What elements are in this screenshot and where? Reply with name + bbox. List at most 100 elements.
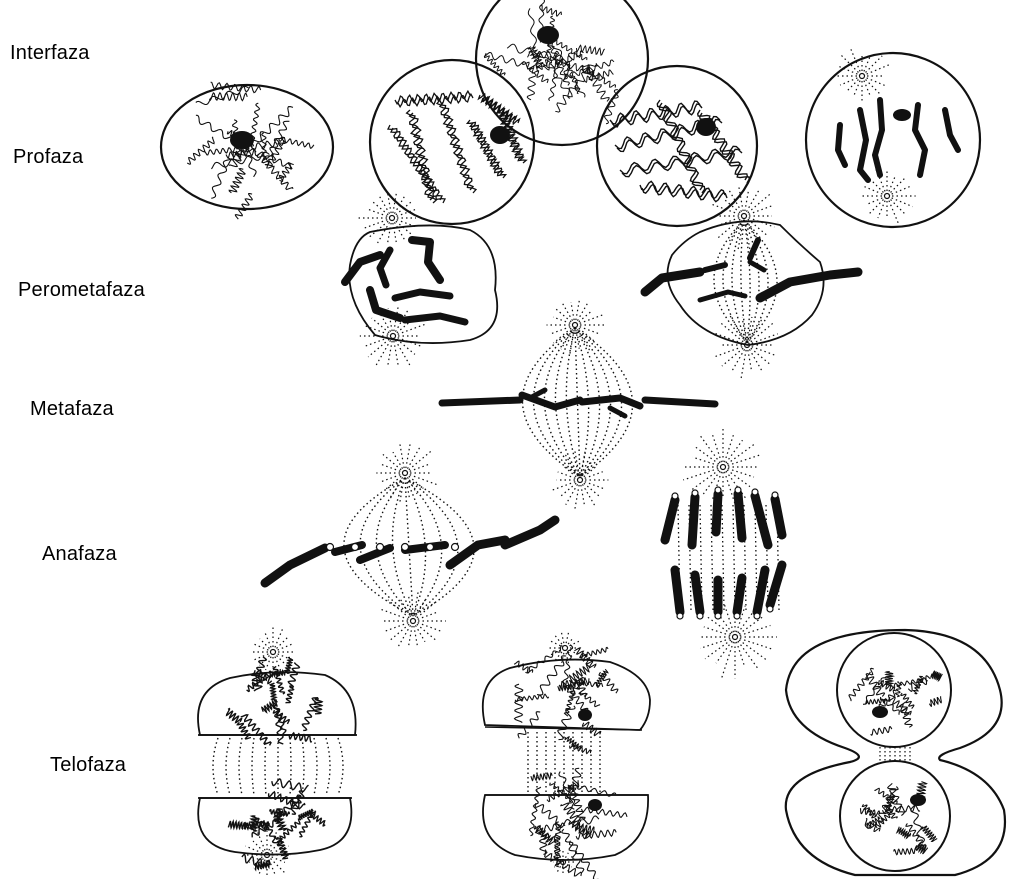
aster-ray — [551, 482, 575, 491]
chromosome — [760, 272, 858, 298]
nucleolus — [230, 131, 254, 149]
chromatin-thread — [931, 671, 943, 681]
chromosome — [945, 110, 958, 150]
centriole — [733, 635, 738, 640]
kinetochore — [715, 613, 721, 619]
centriole — [403, 471, 408, 476]
aster-ray — [865, 187, 883, 194]
kinetochore — [772, 492, 778, 498]
chromosome — [775, 499, 782, 535]
aster-ray — [683, 469, 718, 480]
aster-ray — [398, 324, 426, 334]
aster-ray — [725, 432, 735, 462]
kinetochore — [427, 544, 434, 551]
chromatin-thread — [565, 692, 574, 716]
centriole — [271, 650, 276, 655]
aster-ray — [383, 454, 401, 469]
kinetochore — [697, 613, 703, 619]
nucleolus — [578, 709, 592, 721]
aster-ray — [721, 642, 733, 679]
aster-ray — [585, 472, 603, 479]
aster-ray — [712, 432, 722, 462]
kinetochore — [735, 487, 741, 493]
chromosome — [755, 496, 768, 545]
spindle-fibre — [265, 738, 266, 795]
aster-ray — [866, 56, 883, 73]
chromosome — [665, 500, 675, 540]
aster-ray — [892, 198, 913, 207]
aster-ray — [550, 641, 561, 646]
kinetochore — [677, 613, 683, 619]
prophase-cell-3 — [597, 66, 757, 226]
chromatin-thread — [279, 138, 314, 149]
centriole — [742, 214, 747, 219]
chromosome — [750, 262, 764, 270]
chromosome — [505, 520, 555, 545]
chromatin-thread — [288, 663, 299, 688]
spindle-fibre — [213, 738, 218, 795]
chromosome — [412, 240, 440, 280]
aster-ray — [579, 311, 592, 322]
nucleolus — [588, 799, 602, 811]
aster-ray — [701, 436, 721, 463]
chromatin-thread — [410, 113, 437, 203]
aster-ray — [584, 465, 597, 476]
aster-ray — [371, 200, 388, 214]
chromosome — [716, 494, 718, 532]
aster-ray — [366, 338, 389, 346]
chromatin-thread — [515, 684, 523, 722]
chromatin-thread — [227, 709, 242, 723]
aster-ray — [581, 452, 585, 475]
chromatin-thread — [527, 68, 536, 100]
kinetochore — [377, 544, 384, 551]
prometaphase-cell-2 — [645, 187, 858, 379]
aster-ray — [728, 455, 760, 465]
aster-ray — [892, 186, 913, 195]
chromatin-thread — [270, 683, 276, 701]
chromatin-thread — [582, 807, 628, 817]
daughter-cell-membrane — [483, 795, 648, 860]
aster-ray — [749, 206, 773, 215]
kinetochore — [672, 493, 678, 499]
chromatin-thread — [642, 184, 727, 201]
aster-ray — [418, 623, 442, 632]
chromosome — [738, 494, 742, 538]
chromosome — [370, 290, 400, 318]
chromosome — [345, 255, 380, 282]
aster-ray — [870, 179, 883, 192]
aster-ray — [410, 464, 431, 471]
aster-ray — [868, 200, 883, 215]
chromosome — [405, 545, 445, 550]
aster-ray — [740, 625, 771, 635]
aster-ray — [260, 639, 270, 649]
kinetochore — [754, 613, 760, 619]
aster-ray — [581, 485, 584, 504]
metaphase-spindle — [442, 298, 715, 509]
aster-ray — [745, 190, 749, 211]
chromosome — [645, 272, 700, 292]
aster-ray — [866, 80, 880, 94]
aster-ray — [583, 461, 592, 476]
aster-ray — [891, 200, 906, 215]
aster-ray — [372, 318, 390, 333]
aster-ray — [408, 626, 412, 648]
chromosome — [695, 575, 700, 612]
aster-ray — [368, 339, 389, 357]
chromosome — [737, 578, 742, 612]
spindle-fibre — [326, 738, 330, 795]
chromatin-thread — [314, 699, 322, 714]
chromosome — [860, 110, 868, 180]
chromatin-thread — [599, 672, 618, 693]
aster-ray — [725, 472, 736, 507]
aster-ray — [889, 201, 898, 223]
aster-ray — [705, 640, 731, 659]
centriole — [391, 334, 396, 339]
chromatin-thread — [279, 163, 293, 181]
aster-ray — [751, 348, 770, 364]
chromatin-thread — [205, 147, 237, 155]
chromatin-thread — [274, 815, 286, 831]
kinetochore — [352, 544, 359, 551]
aster-ray — [740, 639, 774, 650]
aster-ray — [576, 298, 580, 320]
kinetochore — [752, 489, 758, 495]
